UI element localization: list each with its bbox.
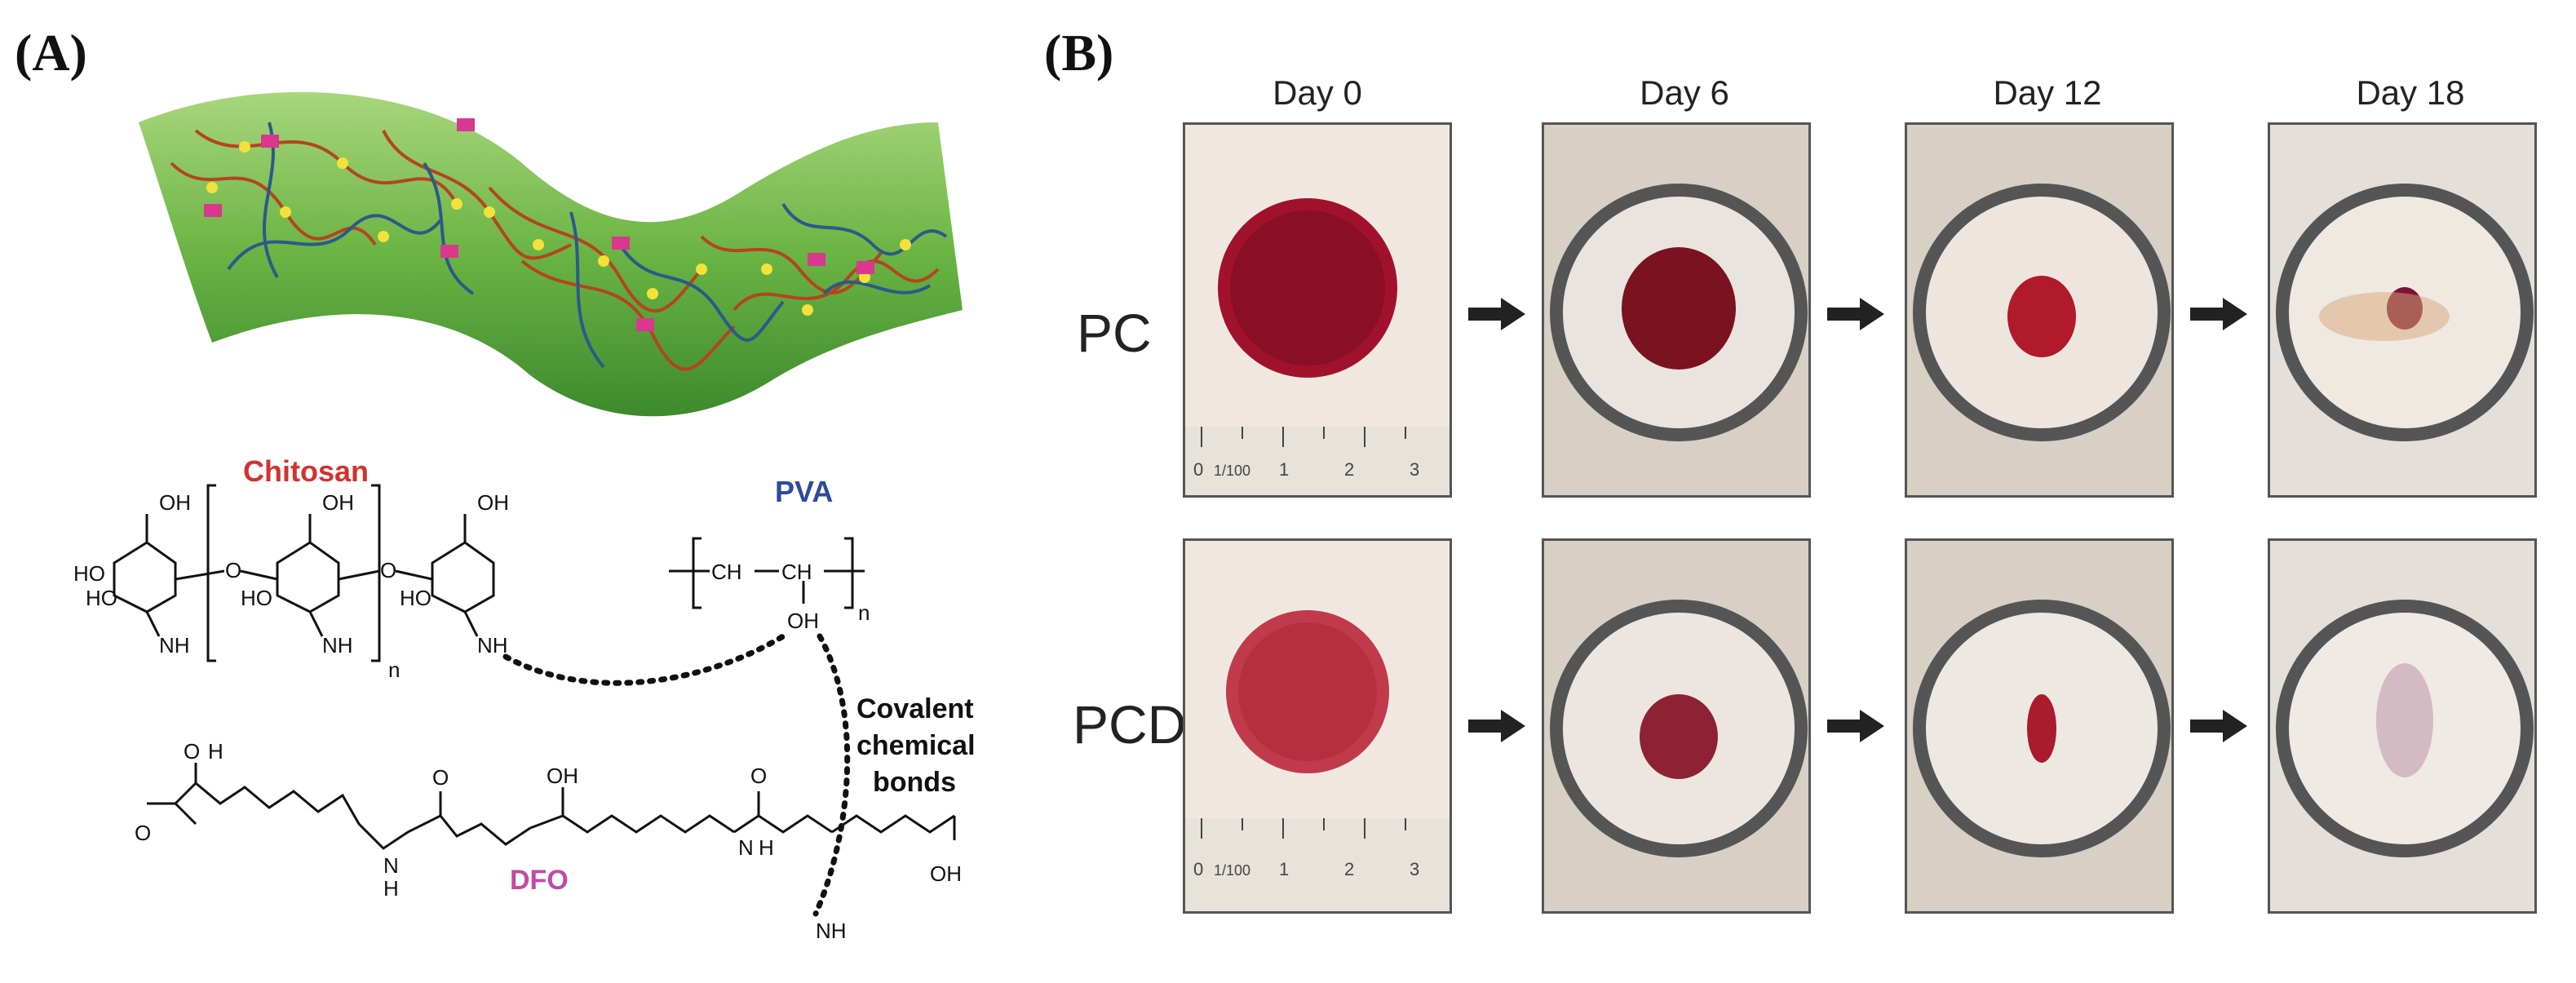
photo-pcd-day6 <box>1542 538 1811 914</box>
dfo-atoms: O H O N H O OH N H O OH NH <box>135 739 962 943</box>
chitosan-structure <box>113 484 495 662</box>
ruler-label-0: 0 <box>1193 459 1203 480</box>
svg-text:Covalent: Covalent <box>856 693 974 724</box>
dfo-markers <box>204 118 874 331</box>
svg-text:H: H <box>383 876 399 901</box>
day-label-6: Day 6 <box>1640 73 1729 112</box>
ruler-label-1: 1 <box>1279 859 1289 879</box>
ruler-label-2: 2 <box>1344 459 1354 480</box>
svg-text:OH: OH <box>547 764 578 788</box>
svg-text:O: O <box>184 739 200 764</box>
photo-pcd-day18 <box>2268 538 2537 914</box>
ruler-label-2: 2 <box>1344 859 1354 879</box>
crosslink-points <box>206 141 911 316</box>
svg-text:HO: HO <box>400 586 432 610</box>
svg-text:O: O <box>432 765 449 790</box>
svg-text:N: N <box>383 853 399 878</box>
row-label-pcd: PCD <box>1073 694 1187 755</box>
svg-text:NH: NH <box>322 633 353 658</box>
photo-pc-day18 <box>2268 122 2537 498</box>
svg-text:OH: OH <box>930 861 962 886</box>
day-label-0: Day 0 <box>1273 73 1362 112</box>
pva-label: PVA <box>775 475 833 508</box>
svg-text:n: n <box>858 600 870 625</box>
svg-text:O: O <box>135 821 151 845</box>
ruler-label-3: 3 <box>1410 859 1419 879</box>
day-label-12: Day 12 <box>1993 73 2102 112</box>
panel-a-figure: Chitosan OH OH OH HO HO HO HO O O NH NH … <box>73 91 976 943</box>
svg-text:O: O <box>225 558 241 582</box>
svg-text:OH: OH <box>787 609 819 633</box>
arrow-pcd-1 <box>1468 710 1525 742</box>
ruler-label-scale: 1/100 <box>1214 463 1250 479</box>
chitosan-atoms: OH OH OH HO HO HO HO O O NH NH NH n <box>73 490 509 682</box>
photo-pc-day0: 0 1/100 1 2 3 <box>1183 122 1452 498</box>
photo-pcd-day0: 0 1/100 1 2 3 <box>1183 538 1452 914</box>
photo-pc-day12 <box>1905 122 2174 498</box>
pva-atoms: CH CH OH n <box>711 560 870 633</box>
ruler-label-3: 3 <box>1410 459 1419 480</box>
svg-text:NH: NH <box>477 633 508 658</box>
panel-b-label: (B) <box>1044 24 1114 82</box>
svg-text:HO: HO <box>86 586 117 610</box>
pva-structure <box>669 537 865 609</box>
svg-text:chemical: chemical <box>856 730 976 761</box>
arrow-pc-2 <box>1827 298 1884 330</box>
svg-text:HO: HO <box>73 561 105 586</box>
svg-text:CH: CH <box>781 560 812 584</box>
arrow-pc-1 <box>1468 298 1525 330</box>
arrow-pcd-2 <box>1827 710 1884 742</box>
svg-text:CH: CH <box>711 560 742 584</box>
svg-text:OH: OH <box>159 490 191 515</box>
covalent-bonds-label: Covalent chemical bonds <box>856 693 976 798</box>
svg-text:O: O <box>380 558 396 582</box>
ruler-label-0: 0 <box>1193 859 1203 879</box>
dotted-bond-chitosan-pva <box>502 633 786 686</box>
arrow-pc-3 <box>2190 298 2247 330</box>
panel-a-label: (A) <box>15 24 87 82</box>
arrow-pcd-3 <box>2190 710 2247 742</box>
svg-text:NH: NH <box>159 633 190 658</box>
svg-text:NH: NH <box>816 919 847 943</box>
svg-text:bonds: bonds <box>873 767 956 798</box>
svg-text:H: H <box>208 739 224 764</box>
svg-text:HO: HO <box>241 586 272 610</box>
day-label-18: Day 18 <box>2356 73 2465 112</box>
dfo-structure <box>147 763 956 850</box>
svg-text:N: N <box>738 835 754 860</box>
ruler-label-scale: 1/100 <box>1214 862 1250 879</box>
svg-text:H: H <box>759 835 774 860</box>
svg-text:n: n <box>388 658 400 682</box>
dfo-label: DFO <box>510 865 569 896</box>
ruler-label-1: 1 <box>1279 459 1289 480</box>
photo-pc-day6 <box>1542 122 1811 498</box>
chitosan-label: Chitosan <box>243 454 369 488</box>
svg-text:O: O <box>750 764 767 788</box>
photo-pcd-day12 <box>1905 538 2174 914</box>
svg-text:OH: OH <box>322 490 354 515</box>
svg-text:OH: OH <box>477 490 509 515</box>
dotted-bond-pva-dfo <box>812 633 851 917</box>
row-label-pc: PC <box>1077 303 1152 363</box>
